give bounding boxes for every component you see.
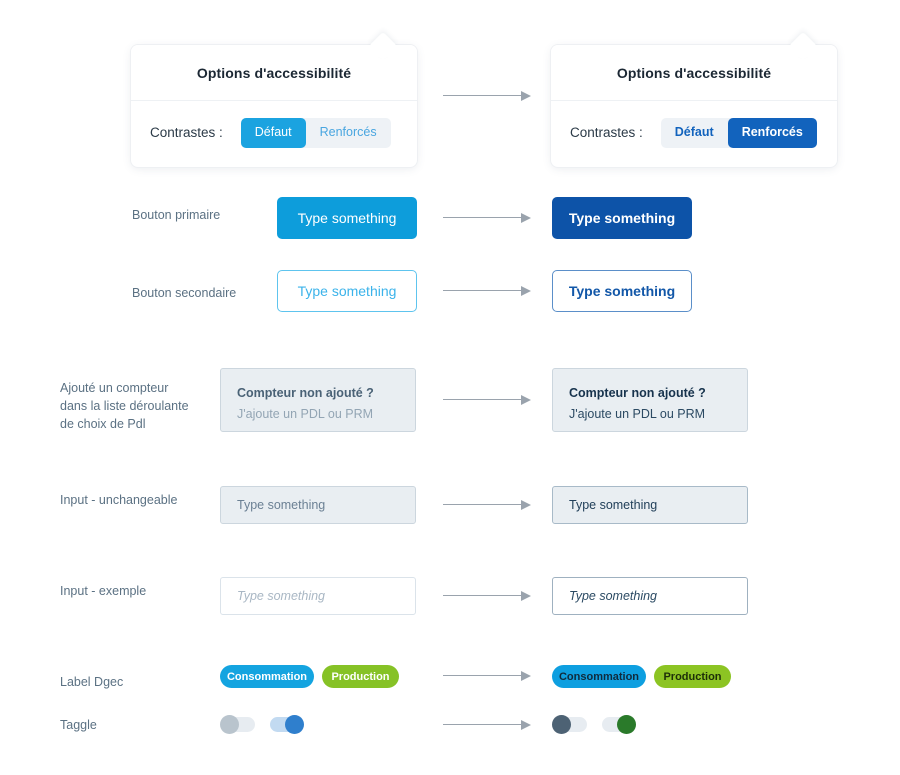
counter-subtitle: J'ajoute un PDL ou PRM (569, 407, 706, 421)
row-label-counter-dropdown: Ajouté un compteur dans la liste déroula… (60, 379, 189, 433)
row-label-line-3: de choix de Pdl (60, 417, 146, 432)
row-label-line-2: dans la liste déroulante (60, 399, 189, 414)
contrast-segmented-control[interactable]: Défaut Renforcés (240, 118, 391, 148)
input-value: Type something (237, 498, 326, 512)
card-body: Contrastes : Défaut Renforcés (131, 101, 417, 167)
row-label-toggle: Taggle (60, 718, 97, 732)
contrast-segmented-control[interactable]: Défaut Renforcés (660, 118, 817, 148)
arrow-connector-input-exemple (443, 591, 533, 601)
toggle-knob (285, 715, 304, 734)
accessibility-card-renforces: Options d'accessibilité Contrastes : Déf… (551, 31, 837, 167)
counter-subtitle: J'ajoute un PDL ou PRM (237, 407, 374, 421)
arrow-connector-card (443, 91, 533, 101)
toggle-knob (617, 715, 636, 734)
input-placeholder: Type something (237, 589, 326, 603)
toggle-on-default[interactable] (266, 715, 304, 734)
secondary-button-renforces[interactable]: Type something (552, 270, 692, 312)
accessibility-card-default: Options d'accessibilité Contrastes : Déf… (131, 31, 417, 167)
input-exemple-default[interactable]: Type something (220, 577, 416, 615)
row-label-input-exemple: Input - exemple (60, 584, 147, 598)
input-exemple-renforces[interactable]: Type something (552, 577, 748, 615)
contrast-label: Contrastes : (150, 125, 223, 141)
input-unchangeable-renforces[interactable]: Type something (552, 486, 748, 524)
badge-production-default[interactable]: Production (322, 665, 399, 688)
segment-defaut[interactable]: Défaut (674, 125, 714, 139)
row-label-input-unchangeable: Input - unchangeable (60, 493, 178, 507)
badge-production-renforces[interactable]: Production (654, 665, 731, 688)
arrow-connector-toggle (443, 720, 533, 730)
toggle-knob (552, 715, 571, 734)
input-value: Type something (569, 498, 658, 512)
badge-consommation-default[interactable]: Consommation (220, 665, 314, 688)
row-label-secondary-button: Bouton secondaire (132, 286, 237, 300)
primary-button-renforces[interactable]: Type something (552, 197, 692, 239)
arrow-connector-secondary-button (443, 286, 533, 296)
counter-dropdown-renforces[interactable]: Compteur non ajouté ? J'ajoute un PDL ou… (552, 368, 748, 432)
segment-renforces[interactable]: Renforcés (727, 118, 817, 148)
row-label-line-1: Ajouté un compteur (60, 381, 169, 395)
counter-title: Compteur non ajouté ? (569, 386, 706, 400)
badge-consommation-renforces[interactable]: Consommation (552, 665, 646, 688)
toggle-off-default[interactable] (220, 715, 258, 734)
card-title: Options d'accessibilité (131, 45, 417, 101)
toggle-off-renforces[interactable] (552, 715, 590, 734)
row-label-primary-button: Bouton primaire (132, 208, 221, 222)
segment-defaut[interactable]: Défaut (240, 118, 306, 148)
counter-dropdown-default[interactable]: Compteur non ajouté ? J'ajoute un PDL ou… (220, 368, 416, 432)
row-label-label-dgec: Label Dgec (60, 675, 124, 689)
segment-renforces[interactable]: Renforcés (319, 125, 377, 139)
toggle-knob (220, 715, 239, 734)
primary-button-default[interactable]: Type something (277, 197, 417, 239)
counter-title: Compteur non ajouté ? (237, 386, 374, 400)
input-unchangeable-default[interactable]: Type something (220, 486, 416, 524)
arrow-connector-label-dgec (443, 671, 533, 681)
arrow-connector-input-unchangeable (443, 500, 533, 510)
input-placeholder: Type something (569, 589, 658, 603)
arrow-connector-counter (443, 395, 533, 405)
toggle-on-renforces[interactable] (598, 715, 636, 734)
arrow-connector-primary-button (443, 213, 533, 223)
card-body: Contrastes : Défaut Renforcés (551, 101, 837, 167)
card-title: Options d'accessibilité (551, 45, 837, 101)
secondary-button-default[interactable]: Type something (277, 270, 417, 312)
contrast-label: Contrastes : (570, 125, 643, 141)
